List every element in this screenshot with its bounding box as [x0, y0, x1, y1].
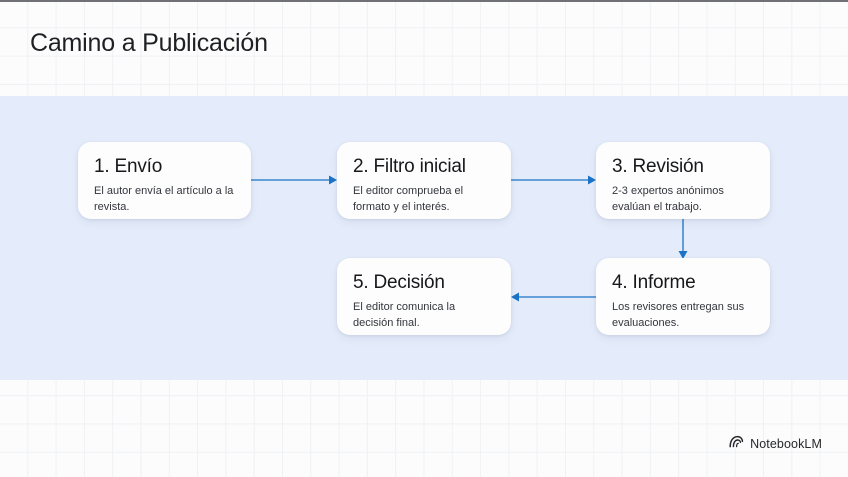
diagram-panel — [0, 96, 848, 380]
step-card-title: 3. Revisión — [612, 156, 704, 177]
connector-step2-step3 — [511, 173, 596, 185]
step-card-envio: 1. Envío El autor envía el artículo a la… — [78, 142, 251, 219]
notebooklm-branding: NotebookLM — [729, 435, 822, 453]
step-card-description: El editor comprueba el formato y el inte… — [353, 185, 464, 213]
step-card-revision: 3. Revisión 2-3 expertos anónimos evalúa… — [596, 142, 770, 219]
step-card-decision: 5. Decisión El editor comunica la decisi… — [337, 258, 511, 335]
step-card-description: Los revisores entregan sus evaluaciones. — [612, 301, 745, 329]
step-card-title: 2. Filtro inicial — [353, 156, 466, 177]
step-card-title: 1. Envío — [94, 156, 163, 177]
connector-step3-step4 — [677, 219, 689, 259]
step-card-filtro-inicial: 2. Filtro inicial El editor comprueba el… — [337, 142, 511, 219]
step-card-description: El editor comunica la decisión final. — [353, 301, 456, 329]
notebooklm-spiral-icon — [729, 435, 744, 453]
step-card-informe: 4. Informe Los revisores entregan sus ev… — [596, 258, 770, 335]
page-title: Camino a Publicación — [30, 29, 268, 57]
step-card-description: El autor envía el artículo a la revista. — [94, 185, 234, 213]
connector-step4-step5 — [511, 290, 596, 302]
top-edge-bar — [0, 0, 848, 2]
step-card-description: 2-3 expertos anónimos evalúan el trabajo… — [612, 185, 724, 213]
connector-step1-step2 — [251, 173, 337, 185]
step-card-title: 4. Informe — [612, 272, 696, 293]
notebooklm-logo-text: NotebookLM — [750, 437, 822, 451]
step-card-title: 5. Decisión — [353, 272, 445, 293]
